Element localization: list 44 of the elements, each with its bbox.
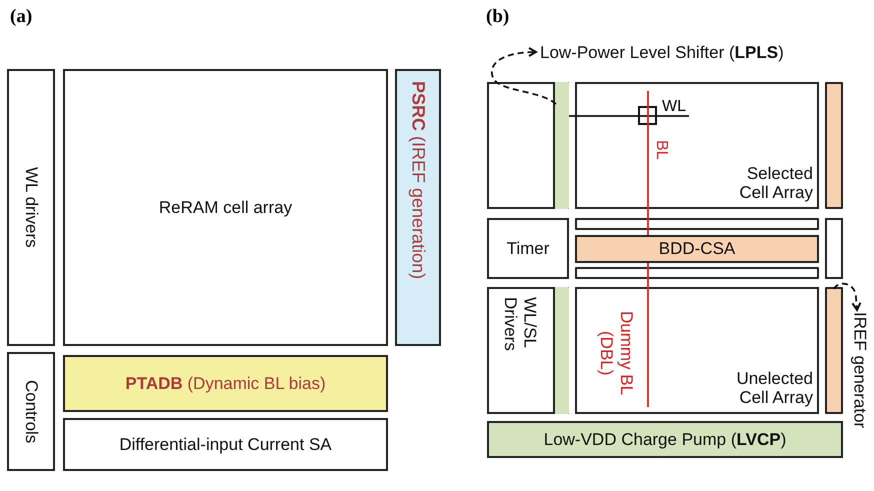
generator-strip [825,82,843,209]
block-label: Differential-input Current SA [119,434,332,454]
spacer-bar [575,267,819,279]
driver-block [7,69,55,346]
control-block [7,352,55,471]
block-label: Low-VDD Charge Pump (LVCP) [544,430,786,450]
block-label: Controls [21,380,41,444]
word-line [569,115,689,117]
block-label: PSRC (IREF generation) [408,81,428,280]
block-label: ReRAM cell array [158,198,292,218]
spacer-block [825,218,843,279]
arrow [491,47,557,105]
sense-amp-block [63,418,388,471]
block-label: PTADB (Dynamic BL bias) [125,374,326,394]
block-label: WL/SL Drivers [500,297,540,353]
arrow [833,282,862,311]
dummy-bit-line [647,263,649,407]
signal-label: WL [662,98,686,116]
panel-label: (b) [486,6,510,28]
signal-label: Dummy BL (DBL) [596,310,636,398]
generator-strip [825,287,843,414]
block-label: WL drivers [21,167,41,248]
cell-array-block [575,82,819,209]
driver-block [487,82,569,209]
driver-strip [553,287,569,414]
caption-text: Low-Power Level Shifter (LPLS) [540,43,784,63]
bit-line [647,91,649,235]
caption-text: IREF generator [850,312,870,428]
bias-block [63,355,388,412]
block-label: Unelected Cell Array [735,368,813,408]
sense-amp-block [575,235,819,263]
spacer-bar [575,218,819,230]
timer-block [487,218,569,279]
block-label: Timer [506,238,550,258]
reference-block [395,69,441,346]
block-label: BDD-CSA [658,239,736,259]
driver-strip [553,82,569,209]
block-label: Selected Cell Array [738,164,813,203]
signal-label: BL [652,140,670,160]
driver-block [487,287,569,414]
cell-array-block [575,287,819,414]
charge-pump-block [487,421,843,458]
panel-label: (a) [10,6,32,28]
cell-array-block [63,69,388,346]
